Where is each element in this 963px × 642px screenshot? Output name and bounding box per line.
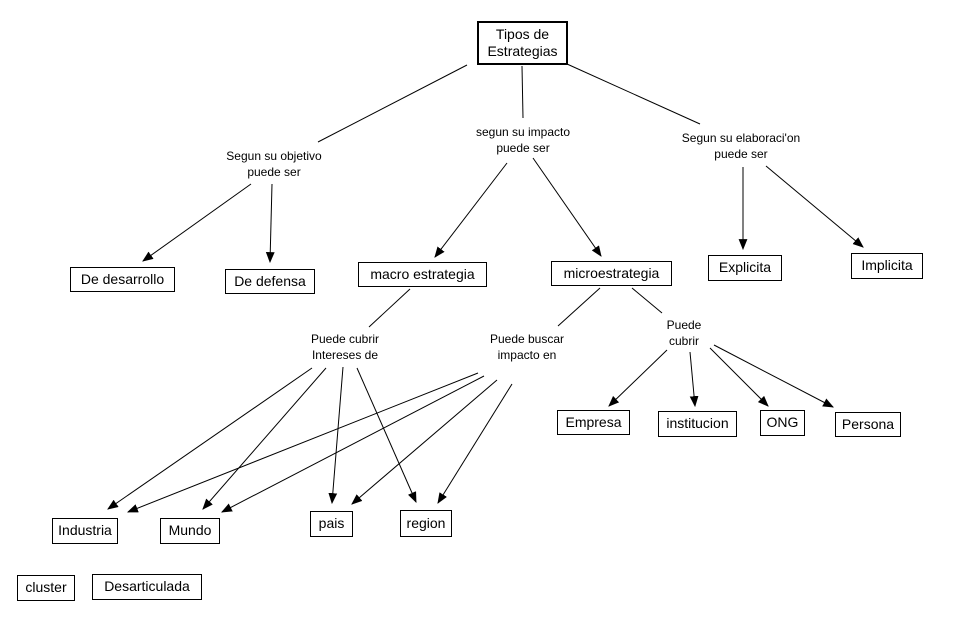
edge-cubrir-intereses-industria [107, 367, 313, 510]
edge-impacto-micro [532, 157, 602, 257]
edge-objetivo-de-desarrollo [142, 183, 252, 262]
node-institucion[interactable]: institucion [658, 411, 737, 437]
node-label: ONG [766, 414, 799, 431]
node-label: Mundo [168, 522, 212, 539]
node-persona[interactable]: Persona [835, 412, 901, 437]
node-desarticulada[interactable]: Desarticulada [92, 574, 202, 600]
node-macro-estrategia[interactable]: macro estrategia [358, 262, 487, 287]
edge-cubrir-intereses-pais [328, 366, 344, 505]
edge-puede-cubrir-persona [713, 344, 834, 408]
node-label: Empresa [565, 413, 622, 430]
node-pais[interactable]: pais [310, 511, 353, 537]
node-label: Industria [58, 522, 112, 539]
edge-tipos-impacto [521, 65, 524, 119]
link-label-line: Intereses de [311, 348, 379, 362]
link-label-segun-su-objetivo[interactable]: Segun su objetivo puede ser [226, 148, 321, 180]
link-label-line: Segun su objetivo [226, 149, 322, 163]
node-region[interactable]: region [400, 510, 452, 537]
node-de-desarrollo[interactable]: De desarrollo [70, 267, 175, 292]
node-label: institucion [666, 415, 729, 432]
link-label-line: cubrir [668, 334, 700, 348]
node-label: macro estrategia [370, 265, 475, 282]
node-label: pais [318, 515, 345, 532]
node-label: region [406, 514, 446, 531]
edge-buscar-impacto-industria [126, 372, 479, 513]
node-label: Persona [841, 415, 895, 432]
node-implicita[interactable]: Implicita [851, 253, 923, 279]
node-empresa[interactable]: Empresa [557, 410, 630, 435]
node-mundo[interactable]: Mundo [160, 518, 220, 544]
edge-macro-cubrir-intereses [368, 288, 411, 328]
link-label-puede-cubrir-intereses[interactable]: Puede cubrir Intereses de [311, 331, 379, 363]
edge-puede-cubrir-empresa [608, 349, 668, 407]
edge-puede-cubrir-ong [709, 347, 769, 407]
edge-micro-buscar-impacto [557, 287, 601, 327]
node-label: cluster [25, 579, 67, 596]
node-tipos-de-estrategias[interactable]: Tipos de Estrategias [477, 21, 568, 65]
node-label: Desarticulada [104, 578, 190, 595]
edge-impacto-macro [434, 162, 508, 258]
edge-buscar-impacto-region [437, 383, 513, 504]
node-label: Implicita [861, 257, 913, 274]
link-label-puede-cubrir[interactable]: Puede cubrir [667, 317, 702, 349]
edge-tipos-objetivo [317, 64, 468, 143]
node-cluster[interactable]: cluster [17, 575, 75, 601]
node-explicita[interactable]: Explicita [708, 255, 782, 281]
node-label: De defensa [234, 272, 306, 289]
node-ong[interactable]: ONG [760, 410, 805, 436]
link-label-line: Puede [666, 318, 702, 332]
node-de-defensa[interactable]: De defensa [225, 269, 315, 294]
node-label: De desarrollo [80, 270, 165, 287]
link-label-line: puede ser [714, 147, 768, 161]
link-label-line: Puede cubrir [310, 332, 380, 346]
link-label-line: puede ser [496, 141, 550, 155]
node-label: Explicita [718, 259, 772, 276]
link-label-line: puede ser [247, 165, 301, 179]
link-label-line: Puede buscar [489, 332, 565, 346]
node-microestrategia[interactable]: microestrategia [551, 261, 672, 286]
edge-tipos-elaboracion [566, 63, 701, 125]
link-label-segun-su-impacto[interactable]: segun su impacto puede ser [476, 124, 570, 156]
edge-buscar-impacto-pais [351, 379, 498, 505]
edge-micro-puede-cubrir [631, 287, 663, 314]
link-label-line: Segun su elaboraci'on [681, 131, 801, 145]
edge-puede-cubrir-institucion [689, 351, 699, 408]
link-label-line: segun su impacto [475, 125, 571, 139]
link-label-segun-su-elaboracion[interactable]: Segun su elaboraci'on puede ser [682, 130, 800, 162]
node-label: microestrategia [563, 264, 660, 281]
node-industria[interactable]: Industria [52, 518, 118, 544]
node-label: Tipos de Estrategias [487, 25, 558, 60]
edge-objetivo-de-defensa [265, 183, 275, 264]
edge-elaboracion-implicita [765, 165, 864, 248]
edge-cubrir-intereses-region [356, 367, 417, 504]
edge-buscar-impacto-mundo [221, 375, 485, 513]
edge-cubrir-intereses-mundo [202, 367, 327, 510]
link-label-line: impacto en [497, 348, 557, 362]
link-label-puede-buscar-impacto[interactable]: Puede buscar impacto en [490, 331, 564, 363]
